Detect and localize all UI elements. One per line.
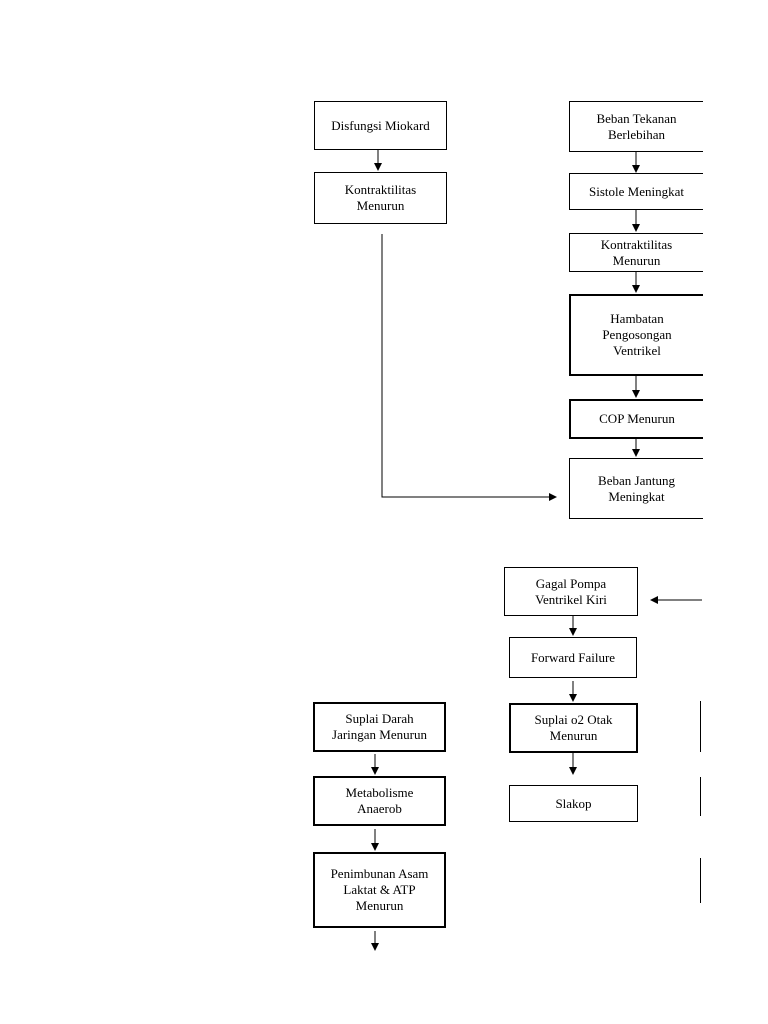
- node-label: Beban Tekanan Berlebihan: [596, 110, 677, 142]
- node-label: Slakop: [555, 795, 592, 811]
- node-label: Suplai o2 Otak Menurun: [534, 712, 613, 743]
- node-beban-jantung-meningkat: Beban Jantung Meningkat: [569, 458, 703, 519]
- node-label: Sistole Meningkat: [589, 183, 684, 199]
- node-kontraktilitas-menurun-left: Kontraktilitas Menurun: [314, 172, 447, 224]
- node-label: Beban Jantung Meningkat: [598, 472, 675, 504]
- offpage-box-edge: [700, 858, 701, 903]
- node-sistole-meningkat: Sistole Meningkat: [569, 173, 703, 210]
- node-cop-menurun: COP Menurun: [569, 399, 703, 439]
- node-label: Penimbunan Asam Laktat & ATP Menurun: [330, 866, 429, 913]
- node-label: Metabolisme Anaerob: [345, 785, 414, 816]
- node-label: Suplai Darah Jaringan Menurun: [332, 711, 427, 742]
- node-disfungsi-miokard: Disfungsi Miokard: [314, 101, 447, 150]
- node-gagal-pompa-ventrikel-kiri: Gagal Pompa Ventrikel Kiri: [504, 567, 638, 616]
- node-label: Kontraktilitas Menurun: [600, 236, 673, 268]
- node-label: Hambatan Pengosongan Ventrikel: [602, 311, 672, 358]
- node-penimbunan-asam-laktat: Penimbunan Asam Laktat & ATP Menurun: [313, 852, 446, 928]
- node-kontraktilitas-menurun-right: Kontraktilitas Menurun: [569, 233, 703, 272]
- node-slakop: Slakop: [509, 785, 638, 822]
- node-metabolisme-anaerob: Metabolisme Anaerob: [313, 776, 446, 826]
- node-label: Kontraktilitas Menurun: [344, 182, 417, 213]
- node-suplai-o2-otak-menurun: Suplai o2 Otak Menurun: [509, 703, 638, 753]
- node-forward-failure: Forward Failure: [509, 637, 637, 678]
- node-beban-tekanan-berlebihan: Beban Tekanan Berlebihan: [569, 101, 703, 152]
- offpage-box-edge: [700, 701, 701, 752]
- node-label: COP Menurun: [599, 411, 675, 426]
- offpage-box-edge: [700, 777, 701, 816]
- node-hambatan-pengosongan-ventrikel: Hambatan Pengosongan Ventrikel: [569, 294, 703, 376]
- node-suplai-darah-jaringan-menurun: Suplai Darah Jaringan Menurun: [313, 702, 446, 752]
- node-label: Disfungsi Miokard: [331, 117, 430, 133]
- arrow-kontraktilitas-to-beban-jantung: [381, 234, 557, 501]
- node-label: Gagal Pompa Ventrikel Kiri: [535, 575, 607, 607]
- node-label: Forward Failure: [530, 649, 616, 665]
